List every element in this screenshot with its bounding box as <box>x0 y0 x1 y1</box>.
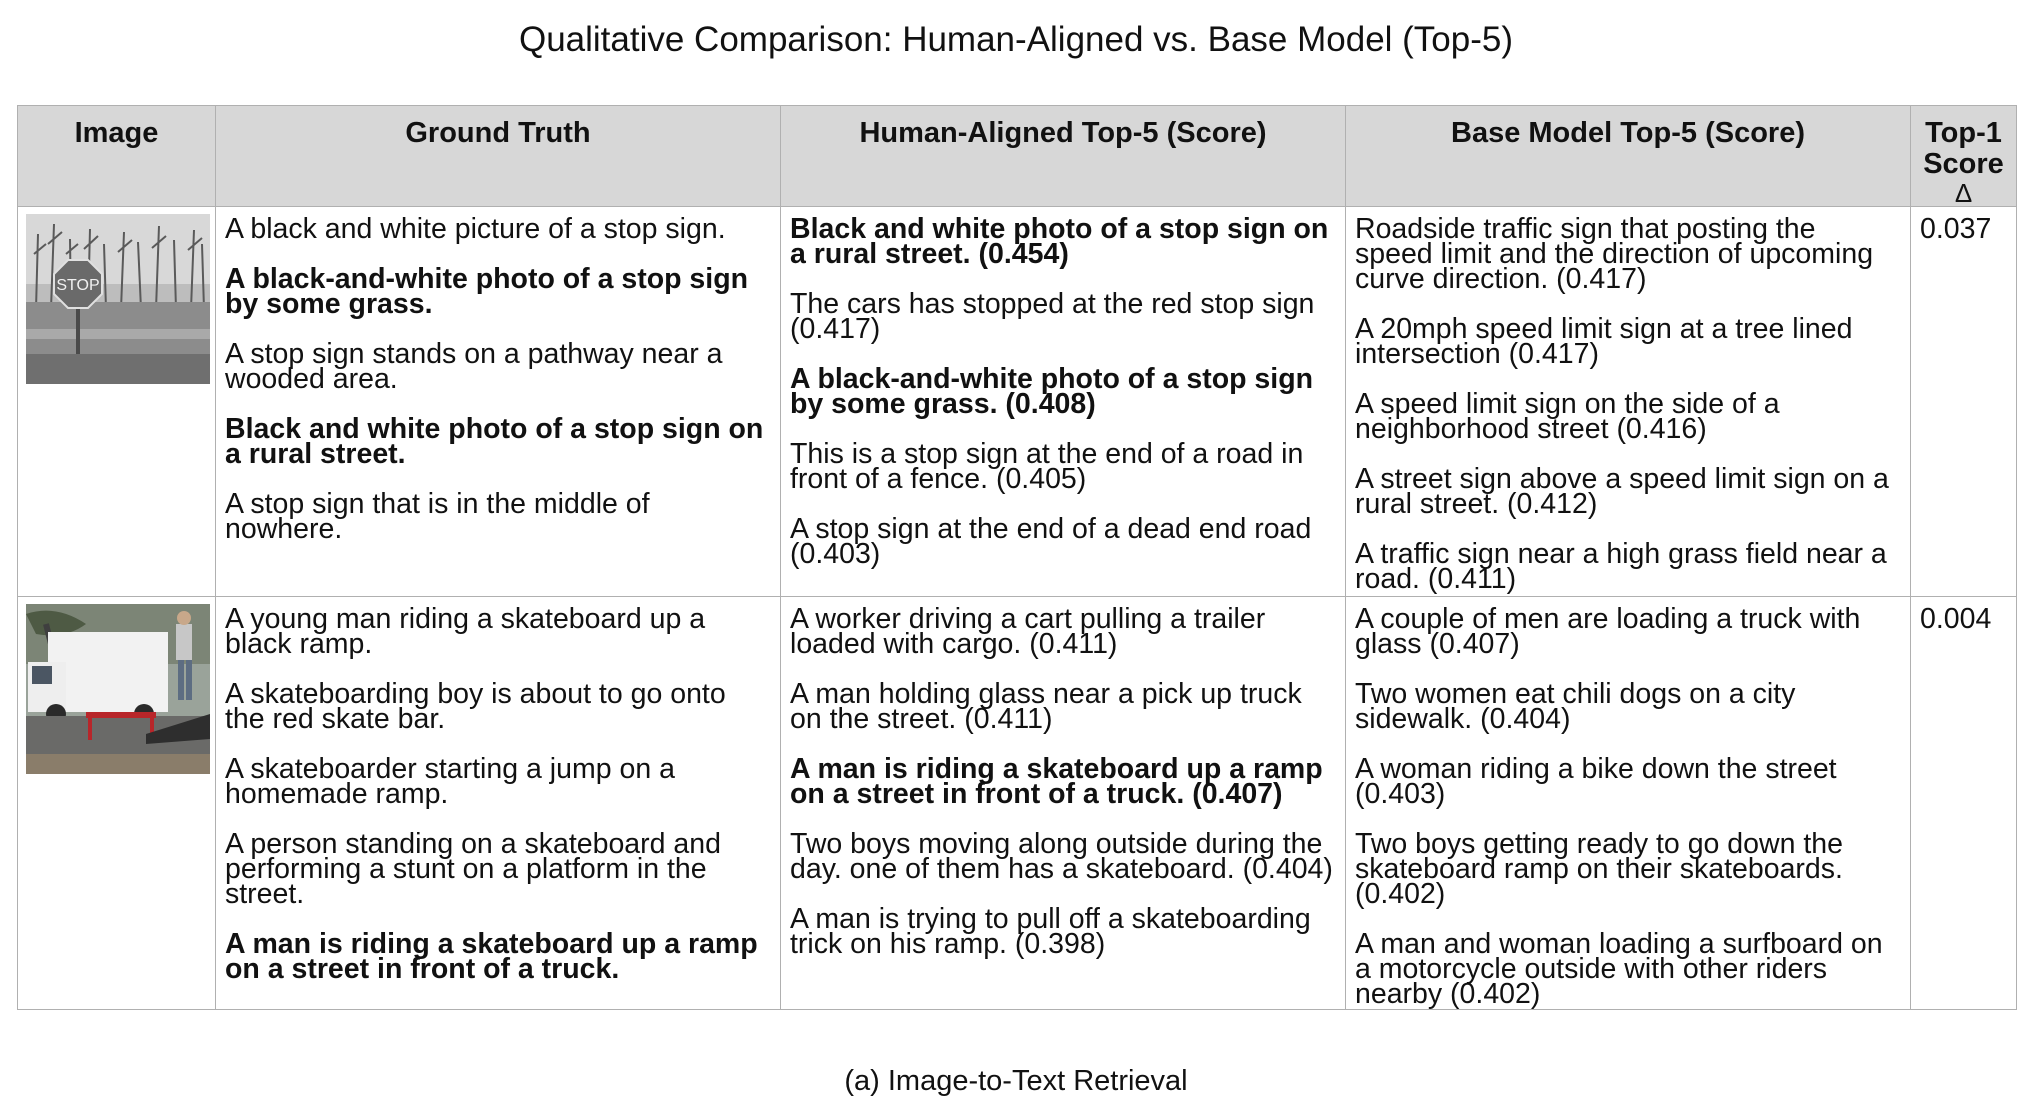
header-human-aligned: Human-Aligned Top-5 (Score) <box>780 105 1346 207</box>
figure-title: Qualitative Comparison: Human-Aligned vs… <box>518 20 1514 59</box>
skateboard-truck-photo-icon <box>26 604 210 774</box>
caption-item: A black-and-white photo of a stop sign b… <box>225 263 749 320</box>
human-aligned-cell: Black and white photo of a stop sign on … <box>780 206 1346 597</box>
header-top1-line1: Top-1 <box>1925 117 2002 149</box>
caption-item: A man is riding a skateboard up a ramp o… <box>790 753 1323 810</box>
caption-item: A 20mph speed limit sign at a tree lined… <box>1355 313 1853 370</box>
top1-delta-cell: 0.037 <box>1910 206 2017 597</box>
base-model-cell: A couple of men are loading a truck with… <box>1345 596 1911 1010</box>
caption-item: A stop sign stands on a pathway near a w… <box>225 338 723 395</box>
caption-item: A couple of men are loading a truck with… <box>1355 603 1861 660</box>
caption-item: A young man riding a skateboard up a bla… <box>225 603 706 660</box>
caption-item: A stop sign at the end of a dead end roa… <box>790 513 1312 570</box>
caption-item: Black and white photo of a stop sign on … <box>790 213 1329 270</box>
table-row: STOP A black and white picture of a stop… <box>17 206 2017 597</box>
caption-item: A man and woman loading a surfboard on a… <box>1355 928 1883 1010</box>
ground-truth-cell: A black and white picture of a stop sign… <box>215 206 781 597</box>
header-image: Image <box>17 105 216 207</box>
caption-item: A skateboarder starting a jump on a home… <box>225 753 675 810</box>
caption-item: A worker driving a cart pulling a traile… <box>790 603 1266 660</box>
caption-item: A skateboarding boy is about to go onto … <box>225 678 726 735</box>
top1-delta-cell: 0.004 <box>1910 596 2017 1010</box>
caption-item: A woman riding a bike down the street (0… <box>1355 753 1837 810</box>
human-aligned-cell: A worker driving a cart pulling a traile… <box>780 596 1346 1010</box>
caption-item: A black and white picture of a stop sign… <box>225 213 726 245</box>
caption-item: Black and white photo of a stop sign on … <box>225 413 764 470</box>
caption-item: A traffic sign near a high grass field n… <box>1355 538 1887 595</box>
header-base-model: Base Model Top-5 (Score) <box>1345 105 1911 207</box>
svg-text:STOP: STOP <box>56 277 99 294</box>
delta-symbol: Δ <box>1954 178 1973 208</box>
base-model-cell: Roadside traffic sign that posting the s… <box>1345 206 1911 597</box>
header-top1-delta: Top-1 Score Δ <box>1910 105 2017 208</box>
header-row: Image Ground Truth Human-Aligned Top-5 (… <box>17 105 2017 208</box>
caption-item: A black-and-white photo of a stop sign b… <box>790 363 1314 420</box>
caption-item: Two boys getting ready to go down the sk… <box>1355 828 1843 910</box>
caption-item: Roadside traffic sign that posting the s… <box>1355 213 1874 295</box>
header-ground-truth: Ground Truth <box>215 105 781 207</box>
caption-item: A person standing on a skateboard and pe… <box>225 828 721 910</box>
caption-item: This is a stop sign at the end of a road… <box>790 438 1304 495</box>
caption-item: A man holding glass near a pick up truck… <box>790 678 1302 735</box>
ground-truth-cell: A young man riding a skateboard up a bla… <box>215 596 781 1010</box>
caption-item: Two boys moving along outside during the… <box>790 828 1333 885</box>
caption-item: The cars has stopped at the red stop sig… <box>790 288 1315 345</box>
table-row: A young man riding a skateboard up a bla… <box>17 596 2017 1010</box>
caption-item: A speed limit sign on the side of a neig… <box>1355 388 1780 445</box>
image-cell <box>17 596 216 1010</box>
caption-item: A man is riding a skateboard up a ramp o… <box>225 928 758 985</box>
stop-sign-photo-icon: STOP <box>26 214 210 384</box>
header-top1-line2: Score <box>1923 148 2004 180</box>
caption-item: A stop sign that is in the middle of now… <box>225 488 650 545</box>
caption-item: A street sign above a speed limit sign o… <box>1355 463 1889 520</box>
figure-caption: (a) Image-to-Text Retrieval <box>844 1065 1188 1097</box>
image-cell: STOP <box>17 206 216 597</box>
caption-item: A man is trying to pull off a skateboard… <box>790 903 1311 960</box>
caption-item: Two women eat chili dogs on a city sidew… <box>1355 678 1796 735</box>
comparison-table: Image Ground Truth Human-Aligned Top-5 (… <box>17 105 2017 1010</box>
